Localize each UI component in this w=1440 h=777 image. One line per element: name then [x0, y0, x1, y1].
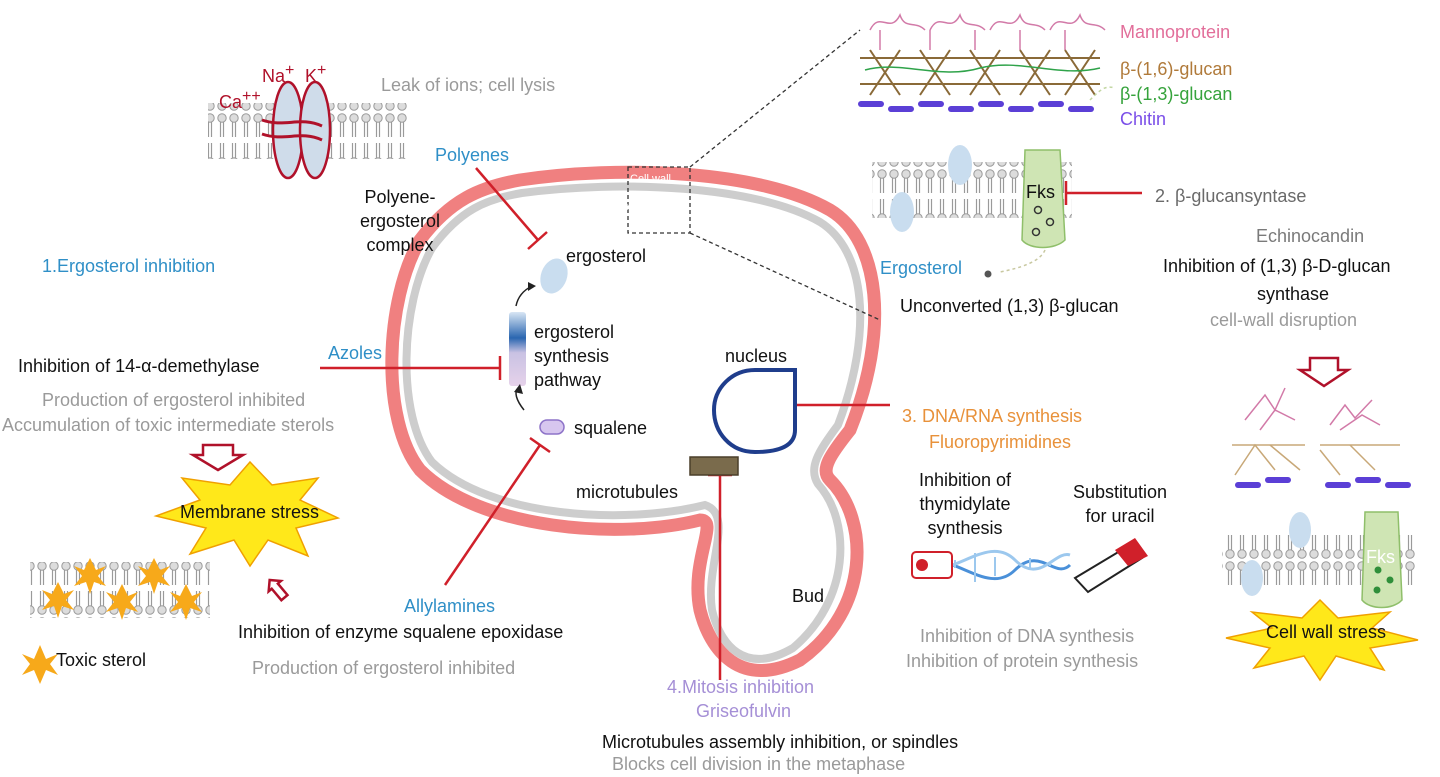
thymidylate-line2: thymidylate: [919, 494, 1011, 514]
cell-wall-label: Cell wall: [630, 173, 671, 185]
polyene-complex-line3: complex: [366, 235, 434, 255]
polyene-complex-line1: Polyene-: [364, 187, 436, 207]
azoles-effect1: Production of ergosterol inhibited: [42, 390, 306, 410]
cell-wall-stress-burst: [1225, 598, 1419, 682]
allylamines-effect: Production of ergosterol inhibited: [252, 658, 516, 678]
fks-membrane-right: [1222, 511, 1417, 609]
glucan-effect: cell-wall disruption: [1210, 310, 1358, 330]
mitosis-drug: Griseofulvin: [696, 701, 792, 721]
mitosis-effect: Blocks cell division in the metaphase: [612, 754, 906, 774]
membrane-label: Membrane: [614, 201, 667, 213]
potassium-ion-label: K+: [305, 62, 327, 86]
microtubules-label: microtubules: [576, 482, 679, 502]
polyene-complex-line2: ergosterol: [359, 211, 441, 231]
microtubule-bundle: [689, 456, 739, 476]
mannoprotein-label: Mannoprotein: [1120, 22, 1231, 42]
nucleus-shape: [711, 368, 797, 455]
ergosterol-inhibition-title: 1.Ergosterol inhibition: [42, 256, 216, 276]
uracil-line1: Substitution: [1072, 482, 1168, 502]
mitosis-title: 4.Mitosis inhibition: [667, 677, 815, 697]
pathway-bar: [509, 312, 526, 386]
membrane-stress-burst: [153, 460, 341, 568]
fungal-cell: [385, 165, 882, 677]
squalene-label: squalene: [574, 418, 648, 438]
calcium-ion-label: Ca++: [219, 88, 261, 112]
leaky-membrane: [208, 80, 408, 180]
nucleus-label: nucleus: [725, 346, 788, 366]
glucan-synthase-title: 2. β-glucansyntase: [1155, 186, 1307, 206]
uracil-line2: for uracil: [1085, 506, 1155, 526]
leak-text: Leak of ions; cell lysis: [381, 75, 556, 95]
cell-wall-stress-label: Cell wall stress: [1266, 622, 1387, 642]
toxic-sterol-legend-icon: [22, 645, 58, 684]
toxic-sterol-label: Toxic sterol: [56, 650, 147, 670]
thymidylate-line3: synthesis: [927, 518, 1003, 538]
mitosis-target: Microtubules assembly inhibition, or spi…: [602, 732, 959, 752]
allylamines-target: Inhibition of enzyme squalene epoxidase: [238, 622, 564, 642]
fks-label: Fks: [1026, 182, 1055, 202]
pathway-line3: pathway: [534, 370, 602, 390]
unconverted-glucan-label: Unconverted (1,3) β-glucan: [900, 296, 1119, 316]
echinocandin-label: Echinocandin: [1256, 226, 1365, 246]
ergosterol-label: ergosterol: [566, 246, 647, 266]
up-arrow: [267, 578, 290, 602]
zoom-indicator: [627, 29, 881, 321]
thymidylate-line1: Inhibition of: [918, 470, 1012, 490]
dna-helix: [911, 549, 1072, 582]
sodium-ion-label: Na+: [262, 62, 295, 86]
fks-membrane: [872, 145, 1072, 278]
azoles-effect2: Accumulation of toxic intermediate stero…: [2, 415, 335, 435]
glucan-target-line2: synthase: [1257, 284, 1330, 304]
cell-wall-layers: [858, 13, 1106, 112]
dna-effect1: Inhibition of DNA synthesis: [920, 626, 1135, 646]
dna-effect2: Inhibition of protein synthesis: [906, 651, 1139, 671]
chitin-label: Chitin: [1120, 109, 1167, 129]
ergosterol-molecule: [540, 258, 568, 294]
polyenes-label: Polyenes: [435, 145, 510, 165]
ergosterol-blue-label: Ergosterol: [880, 258, 963, 278]
pathway-line2: synthesis: [534, 346, 610, 366]
uracil-substitution-icon: [1073, 538, 1148, 594]
toxic-sterol-membrane: [30, 558, 210, 620]
disruption-arrow: [1295, 356, 1353, 388]
allylamines-label: Allylamines: [404, 596, 496, 616]
azoles-label: Azoles: [328, 343, 383, 363]
azoles-target: Inhibition of 14-α-demethylase: [18, 356, 260, 376]
b16-glucan-label: β-(1,6)-glucan: [1120, 59, 1233, 79]
squalene-molecule: [539, 419, 565, 435]
pathway-line1: ergosterol: [534, 322, 615, 342]
down-arrow: [188, 443, 248, 472]
b13-glucan-label: β-(1,3)-glucan: [1120, 84, 1233, 104]
fks-label-right: Fks: [1366, 547, 1395, 567]
glucan-target-line1: Inhibition of (1,3) β-D-glucan: [1163, 256, 1391, 276]
dna-title: 3. DNA/RNA synthesis: [902, 406, 1083, 426]
bud-label: Bud: [792, 586, 825, 606]
dna-drug: Fluoropyrimidines: [929, 432, 1072, 452]
disrupted-wall: [1232, 387, 1411, 488]
membrane-stress-label: Membrane stress: [180, 502, 320, 522]
